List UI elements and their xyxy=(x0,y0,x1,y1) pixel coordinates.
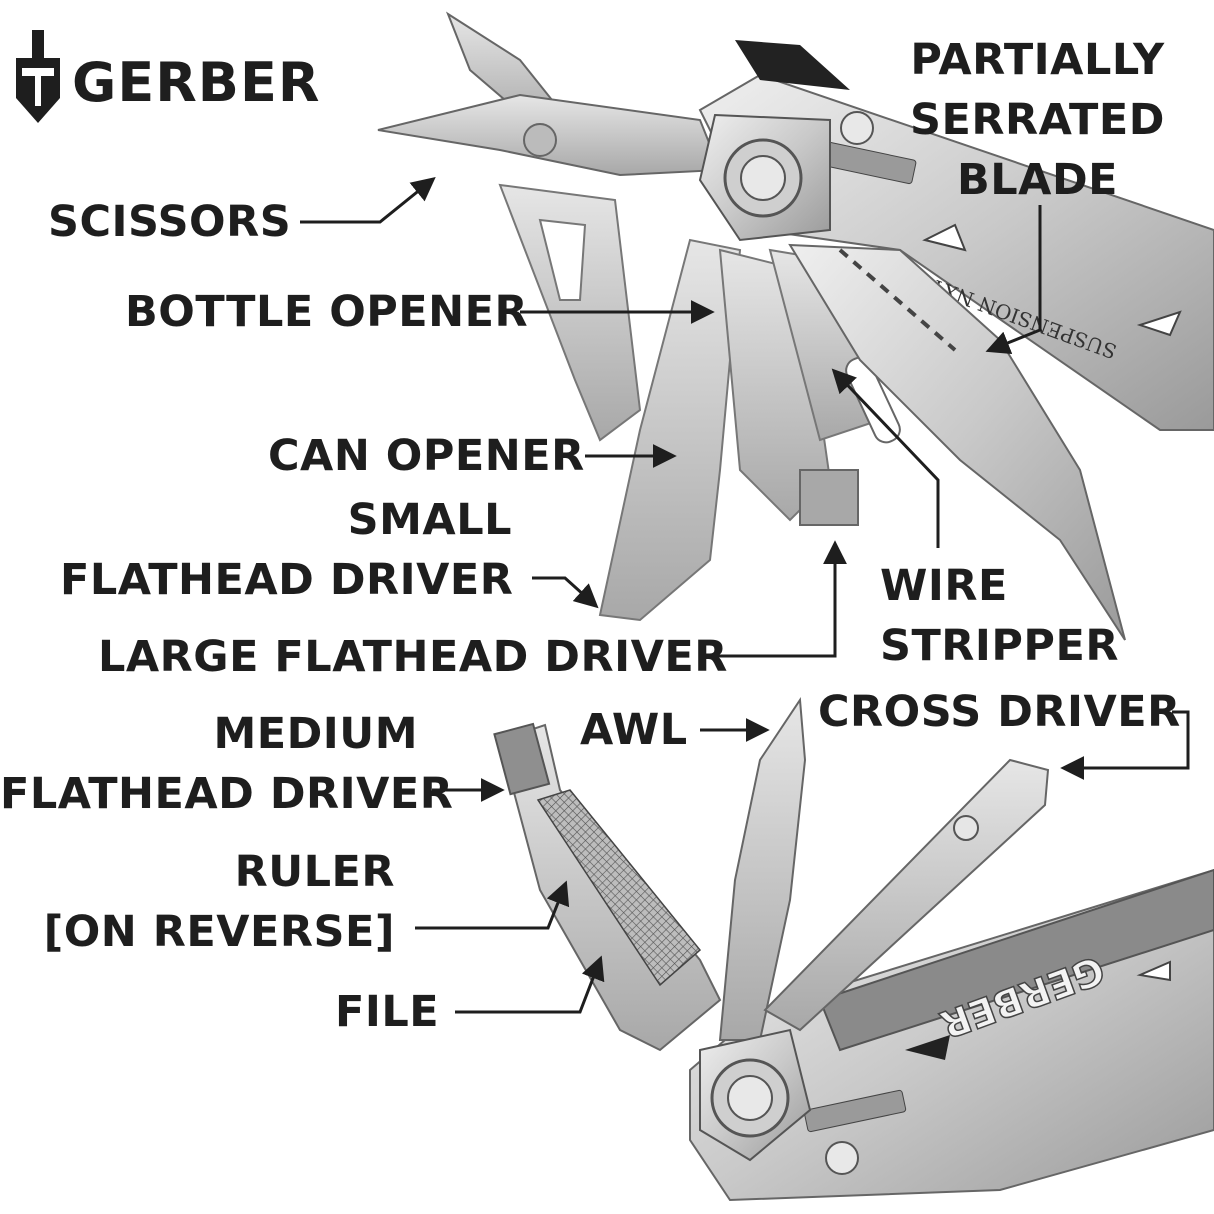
gerber-logo-icon xyxy=(16,30,60,123)
cross-driver xyxy=(763,758,1050,1032)
label-file: FILE xyxy=(335,987,440,1037)
label-awl: AWL xyxy=(580,705,688,755)
arrow-wire-stripper xyxy=(831,368,940,548)
label-partially-serrated-blade: PARTIALLY SERRATED BLADE xyxy=(910,35,1165,205)
label-bottle-opener: BOTTLE OPENER xyxy=(125,287,529,337)
leader-lines xyxy=(300,176,1190,1014)
label-large-flathead-driver: LARGE FLATHEAD DRIVER xyxy=(98,632,728,682)
file-tool xyxy=(493,722,722,1052)
bottom-pivot xyxy=(699,1028,859,1175)
arrow-ruler xyxy=(415,880,570,930)
label-scissors: SCISSORS xyxy=(48,197,292,247)
top-pivot xyxy=(698,111,874,242)
scissors xyxy=(377,11,722,177)
label-small-flathead-driver: SMALL FLATHEAD DRIVER xyxy=(60,495,514,605)
arrow-blade xyxy=(985,205,1042,355)
arrow-large-flathead xyxy=(700,540,847,658)
arrow-file xyxy=(455,955,605,1014)
arrow-cross-driver xyxy=(1060,710,1190,780)
label-cross-driver: CROSS DRIVER xyxy=(818,687,1181,737)
awl xyxy=(718,697,807,1041)
arrow-scissors xyxy=(300,176,436,224)
label-medium-flathead-driver: MEDIUM FLATHEAD DRIVER xyxy=(0,709,454,819)
bottom-handle: GERBER xyxy=(689,868,1214,1202)
arrow-small-flathead xyxy=(532,576,599,609)
partially-serrated-blade xyxy=(788,243,1126,641)
label-ruler: RULER [ON REVERSE] xyxy=(43,847,395,957)
label-wire-stripper: WIRE STRIPPER xyxy=(880,561,1119,671)
brand-name: GERBER xyxy=(72,51,321,114)
label-can-opener: CAN OPENER xyxy=(268,431,585,481)
